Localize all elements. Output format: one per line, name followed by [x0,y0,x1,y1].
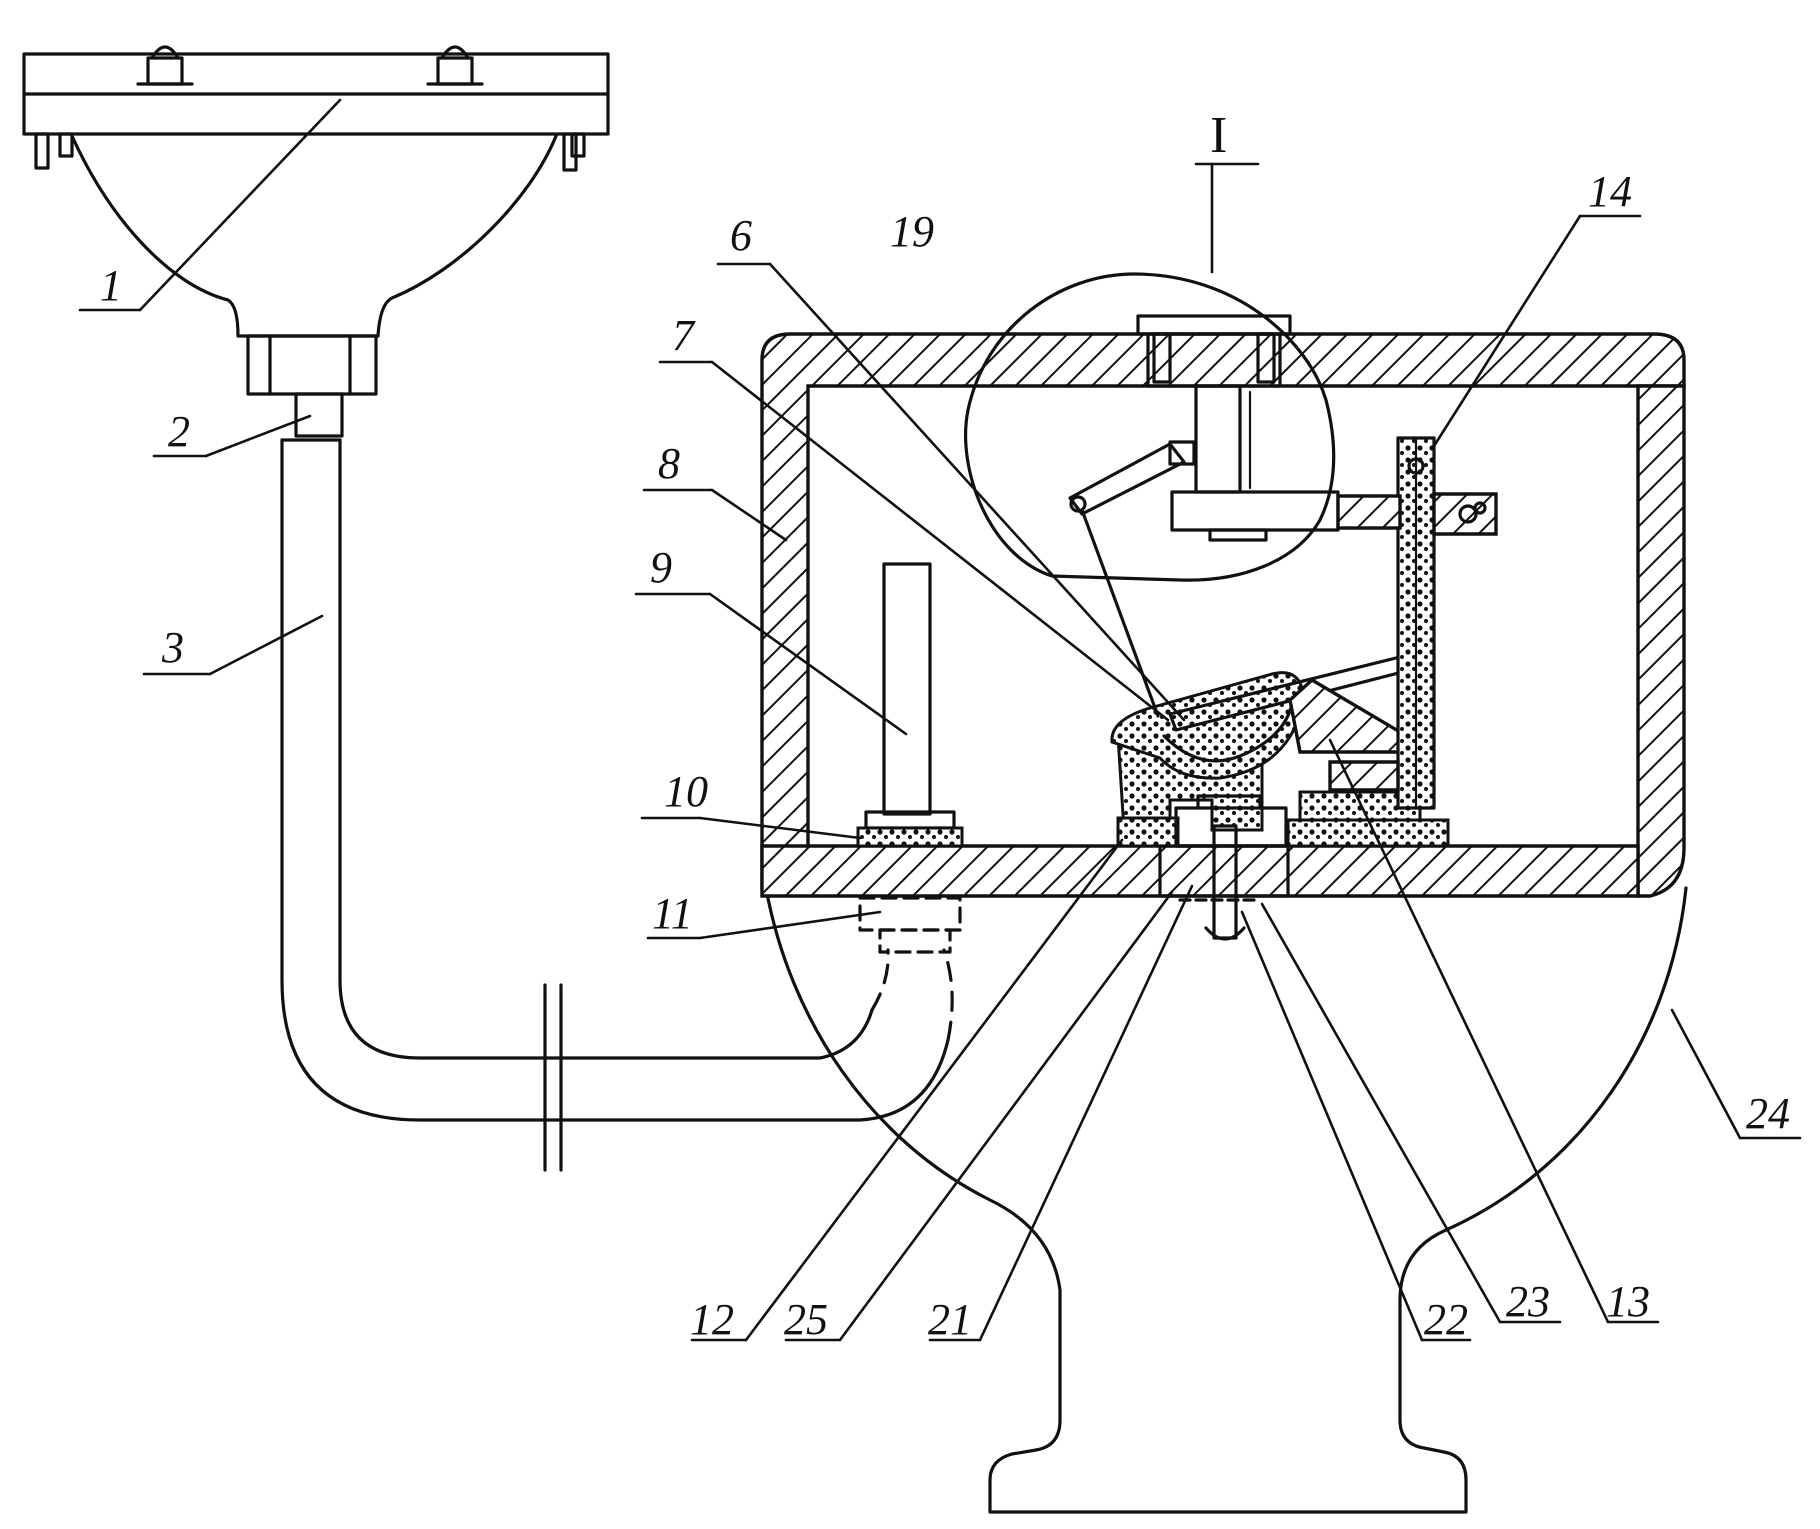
label-22: 22 [1424,1295,1468,1344]
water-tank [760,332,1686,898]
label-8: 8 [658,439,680,488]
label-detail-I: I [1210,107,1227,164]
label-3: 3 [161,623,184,672]
label-1: 1 [100,261,122,310]
drain-pipe [280,438,962,1172]
toilet-bowl [764,886,1688,1514]
label-11: 11 [652,889,693,938]
label-10: 10 [664,767,708,816]
label-24: 24 [1746,1089,1790,1138]
base-seal [856,826,964,848]
detail-circle [964,272,1402,718]
label-6: 6 [730,211,752,260]
label-21: 21 [928,1295,972,1344]
drain-nut [246,334,378,396]
label-9: 9 [650,543,672,592]
basin-knob-right [426,45,484,86]
label-7: 7 [672,311,696,360]
tank-bottom-wall [760,844,1640,898]
label-13: 13 [1606,1277,1650,1326]
label-2: 2 [168,407,190,456]
flush-valve [1110,651,1450,941]
drain-plug [1158,844,1290,898]
leader-lines [78,98,1802,1342]
basin-knob-left [136,45,194,86]
label-14: 14 [1588,167,1632,216]
overflow-pipe [856,562,964,848]
label-23: 23 [1506,1277,1550,1326]
wash-basin [22,45,610,438]
label-12: 12 [690,1295,734,1344]
label-19: 19 [890,207,934,256]
label-25: 25 [784,1295,828,1344]
callout-labels: 1 2 3 6 7 8 9 10 11 12 25 21 22 23 13 14… [100,107,1790,1344]
tank-lid [760,332,1686,890]
drain-connector [294,392,344,438]
tank-right-wall [1636,384,1686,898]
float-rod [1328,436,1498,810]
